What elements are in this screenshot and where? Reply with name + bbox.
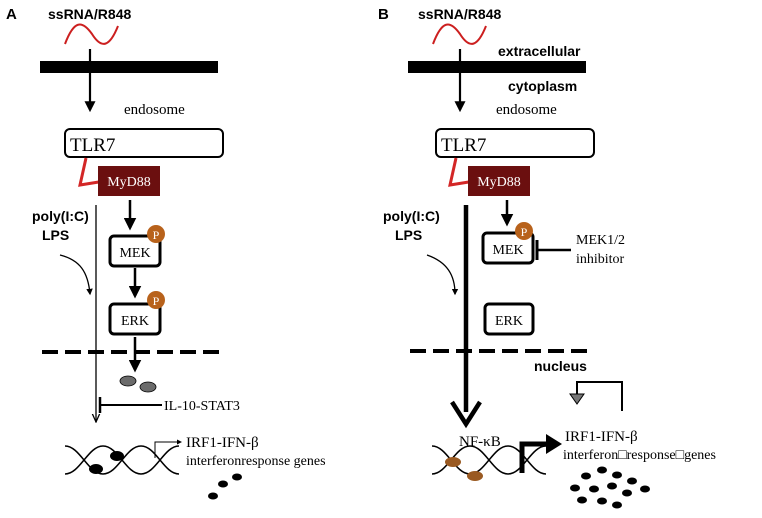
panel-a-polyic-label: poly(I:C) — [32, 208, 89, 224]
panel-a-myd88-box — [98, 166, 160, 196]
panel-a-endosome-label: endosome — [124, 102, 185, 118]
panel-b-product-dot — [577, 496, 587, 504]
panel-a-dna-strand — [64, 445, 180, 475]
panel-b-product-dot — [607, 482, 617, 490]
panel-a-erk-label: ERK — [121, 314, 149, 329]
panel-b-mek-box — [481, 231, 535, 265]
panel-b-tlr7-label: TLR7 — [441, 135, 486, 156]
panel-a-gene-line1: IRF1-IFN-β — [186, 435, 259, 451]
panel-a-lps-arrow — [59, 254, 93, 296]
panel-b-product-dot — [627, 477, 637, 485]
panel-a-product-dot — [232, 473, 242, 481]
panel-b-product-dot — [581, 472, 591, 480]
panel-b-transcription-arrow — [519, 441, 548, 473]
panel-a-erk-box — [108, 302, 162, 336]
panel-b-mek-phospho-label: P — [521, 225, 528, 239]
panel-b-gene-line1: IRF1-IFN-β — [565, 429, 638, 445]
panel-b-myd88-linker — [448, 157, 476, 187]
panel-b-product-dot — [612, 501, 622, 509]
panel-b-mek-phospho — [515, 222, 533, 240]
panel-b-feedback-head — [569, 393, 585, 405]
panel-a-tlr7-label: TLR7 — [70, 135, 115, 156]
panel-a-stat-dot — [139, 381, 157, 393]
panel-a-dna-bound-dot — [89, 464, 103, 474]
panel-b-long-arrow-head — [450, 400, 482, 429]
panel-a-erk-phospho — [147, 291, 165, 309]
panel-b-feedback-line — [576, 381, 623, 411]
panel-a-product-dot — [218, 480, 228, 488]
panel-a-transcription-arrow — [154, 439, 182, 458]
panel-b-myd88-label: MyD88 — [477, 175, 521, 190]
panel-b-mek-label: MEK — [492, 243, 523, 258]
panel-b-product-dot — [597, 466, 607, 474]
panel-b-inhibitor-line1: MEK1/2 — [576, 233, 625, 248]
panel-a-lps-label: LPS — [42, 227, 69, 243]
panel-a-ligand-label: ssRNA/R848 — [48, 6, 131, 22]
panel-b-product-dot — [612, 471, 622, 479]
panel-a-mek-label: MEK — [119, 246, 150, 261]
panel-a-letter: A — [6, 6, 17, 23]
panel-b-ligand-label: ssRNA/R848 — [418, 6, 501, 22]
panel-b-erk-box — [483, 302, 535, 336]
panel-a-product-dot — [208, 492, 218, 500]
panel-b-erk-label: ERK — [495, 314, 523, 329]
panel-a-dna-bound-dot — [110, 451, 124, 461]
panel-b-product-dot — [622, 489, 632, 497]
panel-b-cytoplasm-label: cytoplasm — [508, 78, 577, 94]
panel-b-lps-arrow — [426, 254, 459, 296]
panel-a-tlr7-box — [64, 128, 224, 158]
panel-b: B ssRNA/R848 extracellular cytoplasm end… — [378, 6, 716, 509]
panel-a-myd88-label: MyD88 — [107, 175, 151, 190]
panel-b-rna-wave — [432, 23, 487, 45]
panel-b-inhibitor-line2: inhibitor — [576, 252, 625, 267]
panel-b-product-dot — [570, 484, 580, 492]
panel-b-product-dot — [640, 485, 650, 493]
panel-a-stat-dot — [119, 375, 137, 387]
panel-a-mek-phospho — [147, 225, 165, 243]
panel-b-endosome-label: endosome — [496, 102, 557, 118]
panel-a-gene-line2: interferonresponse genes — [186, 454, 326, 469]
panel-b-product-dot — [597, 497, 607, 505]
panel-b-transcription-head — [546, 434, 562, 454]
panel-a: A ssRNA/R848 endosome TLR7 MyD88 poly(I:… — [6, 6, 326, 500]
panel-b-nucleus-label: nucleus — [534, 358, 587, 374]
panel-b-membrane — [408, 61, 586, 73]
panel-b-product-dots — [570, 466, 650, 509]
panel-a-rna-wave — [64, 23, 119, 45]
panel-b-polyic-label: poly(I:C) — [383, 208, 440, 224]
panel-b-lps-label: LPS — [395, 227, 422, 243]
panel-b-nfkb-label: NF-κB — [459, 434, 501, 450]
panel-b-myd88-box — [468, 166, 530, 196]
panel-a-erk-phospho-label: P — [153, 294, 160, 308]
panel-b-tlr7-box — [435, 128, 595, 158]
panel-a-il10-label: IL-10-STAT3 — [164, 399, 240, 414]
panel-a-mek-phospho-label: P — [153, 228, 160, 242]
panel-b-nfkb-dot — [467, 471, 483, 481]
panel-a-mek-box — [108, 234, 162, 268]
panel-b-product-dot — [589, 485, 599, 493]
panel-a-myd88-linker — [78, 157, 106, 187]
panel-b-extracellular-label: extracellular — [498, 43, 581, 59]
panel-b-letter: B — [378, 6, 389, 23]
panel-b-nfkb-dot — [445, 457, 461, 467]
panel-b-gene-line2: interferon□response□genes — [563, 448, 716, 463]
panel-a-membrane — [40, 61, 218, 73]
